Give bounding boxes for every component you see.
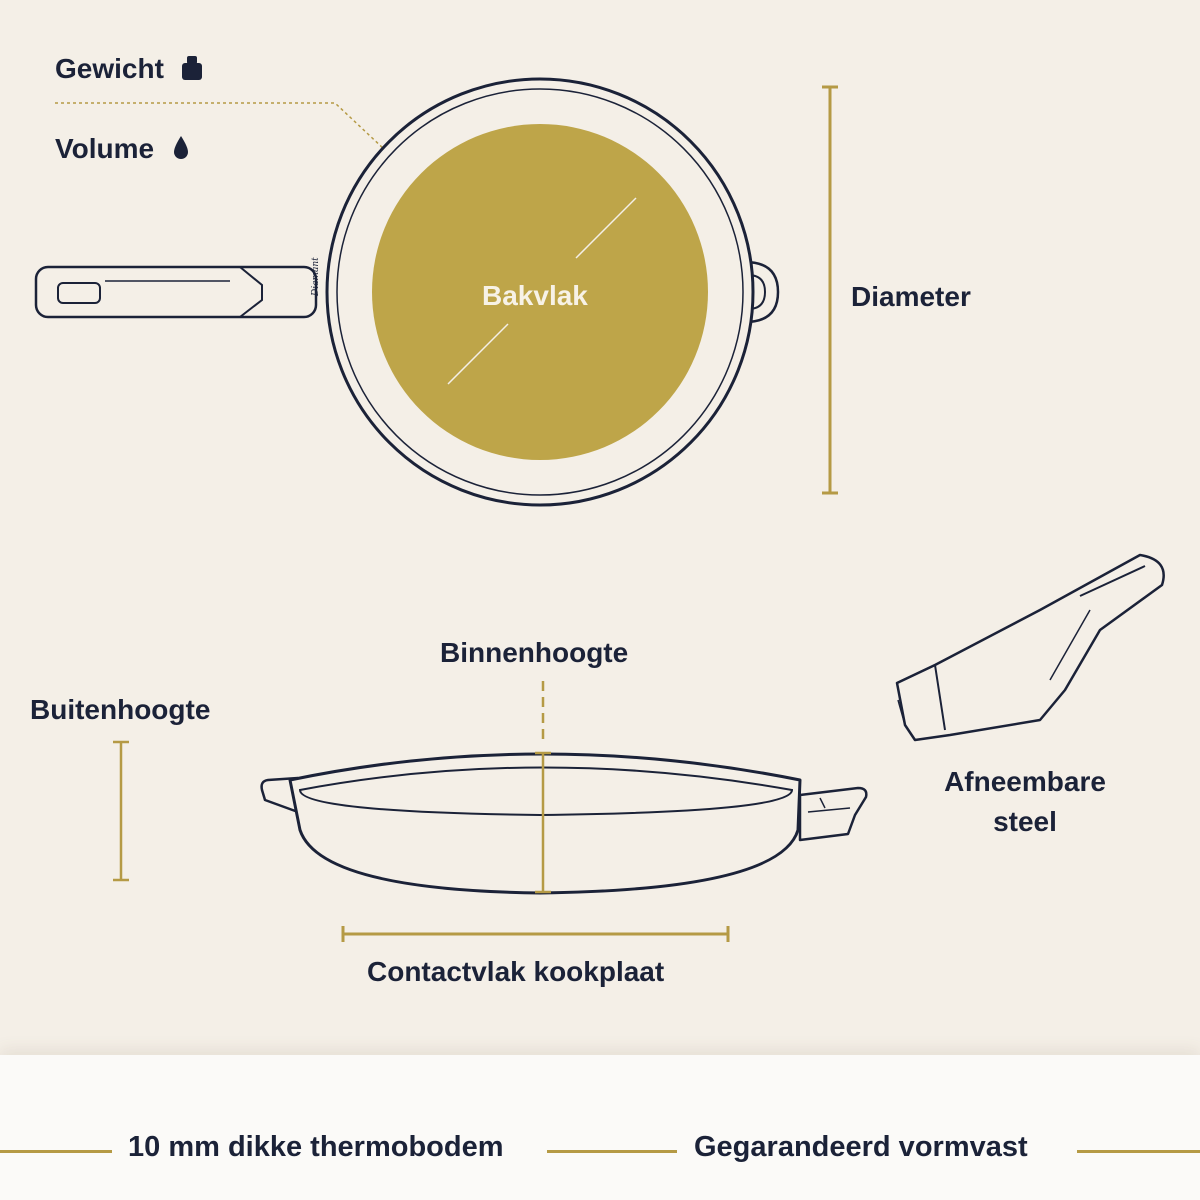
footer-vormvast: Gegarandeerd vormvast (694, 1131, 1028, 1163)
handle-clip-face (896, 663, 946, 731)
pan-opening (298, 766, 794, 817)
pan-side-view (260, 752, 868, 895)
handle-body (895, 553, 1165, 742)
weight-icon (182, 56, 202, 80)
detachable-handle-illustration (895, 553, 1165, 742)
handle-slot-line (1079, 565, 1146, 597)
footer-band (0, 1055, 1200, 1200)
buitenhoogte-dimension (113, 740, 129, 882)
helper-handle-side (260, 776, 299, 814)
brand-mark: Diamant (311, 257, 321, 297)
surface-highlight (447, 323, 509, 385)
handle-slot (57, 282, 101, 304)
handle-clip-pin (897, 699, 906, 726)
drop-icon (174, 136, 188, 159)
pan-inner-rim (336, 88, 744, 496)
pan-body-side (288, 752, 802, 895)
handle-clip (239, 266, 263, 318)
surface-highlight (575, 197, 637, 259)
helper-handle-hole (747, 274, 767, 310)
footer-rule-middle (547, 1150, 677, 1153)
handle-stub-side (798, 786, 868, 842)
label-contactvlak: Contactvlak kookplaat (367, 956, 665, 987)
diameter-dimension (822, 85, 838, 495)
footer-rule-left (0, 1150, 112, 1153)
pan-handle-top (34, 265, 318, 319)
label-diameter: Diameter (851, 281, 971, 312)
label-binnenhoogte: Binnenhoogte (440, 637, 629, 668)
handle-stub-detail (819, 797, 826, 809)
label-steel: steel (993, 806, 1057, 837)
label-afneembare: Afneembare (944, 766, 1106, 797)
binnenhoogte-dimension (535, 681, 551, 894)
footer-thermobodem: 10 mm dikke thermobodem (128, 1131, 504, 1163)
label-bakvlak: Bakvlak (482, 280, 588, 311)
label-buitenhoogte: Buitenhoogte (30, 694, 211, 725)
handle-stub-detail (807, 807, 851, 813)
pan-top-view: Diamant (34, 77, 780, 507)
label-gewicht: Gewicht (55, 53, 164, 84)
handle-edge-line (1049, 609, 1091, 681)
label-volume: Volume (55, 133, 155, 164)
contactvlak-dimension (341, 926, 730, 942)
footer-rule-right (1077, 1150, 1200, 1153)
leader-line (55, 102, 386, 151)
